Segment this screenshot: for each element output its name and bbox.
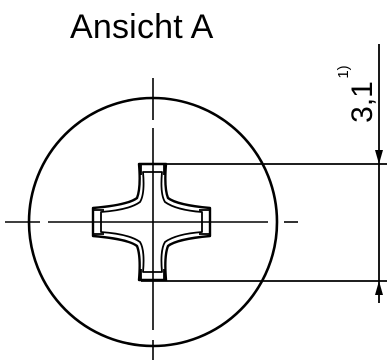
phillips-recess-inner [100,171,203,273]
view-title: Ansicht A [70,8,214,46]
dimension-lines [141,44,387,303]
arrow-down-icon [375,150,383,164]
screw-head-outline [27,96,279,348]
dimension-footnote: 1) [335,65,352,78]
centerlines [5,78,298,360]
arrow-up-icon [375,281,383,295]
dimension-value: 3,1 [346,81,379,123]
phillips-recess-outer [91,162,212,282]
dimension-arrows [375,150,383,295]
recess-wing-ticks [93,164,210,280]
